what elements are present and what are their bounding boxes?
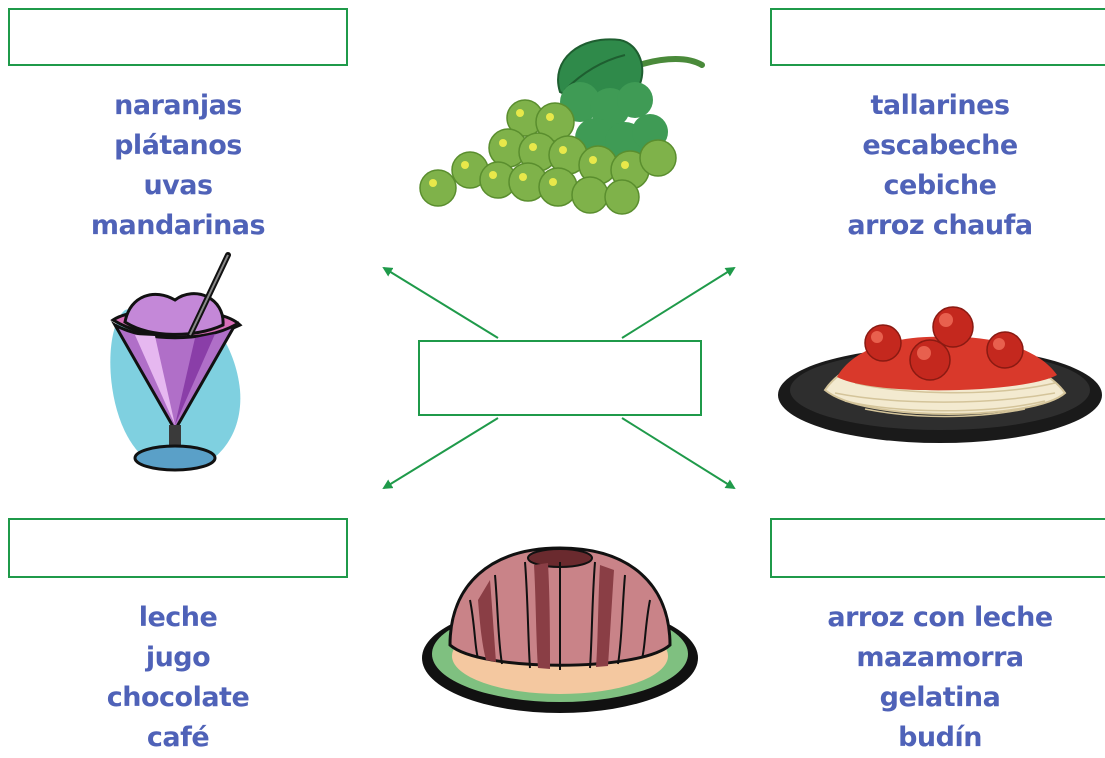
list-item: gelatina	[879, 682, 1001, 713]
list-item: mandarinas	[90, 210, 266, 241]
list-item: budín	[898, 722, 982, 753]
dishes-list: tallarines escabeche cebiche arroz chauf…	[820, 86, 1060, 246]
arrow-to-fruits	[382, 266, 499, 339]
list-item: leche	[138, 602, 218, 633]
list-item: arroz chaufa	[847, 210, 1033, 241]
answer-box-fruits[interactable]	[8, 8, 348, 66]
spaghetti-illustration	[778, 306, 1102, 443]
arrow-to-dishes	[621, 266, 736, 339]
answer-box-center[interactable]	[418, 340, 702, 416]
grapes-illustration	[419, 38, 705, 215]
arrow-to-drinks	[382, 417, 499, 490]
gelatin-mold-illustration	[422, 546, 698, 713]
arrow-to-desserts	[621, 417, 736, 490]
list-item: tallarines	[870, 90, 1010, 121]
fruits-list: naranjas plátanos uvas mandarinas	[60, 86, 296, 246]
list-item: chocolate	[106, 682, 250, 713]
list-item: café	[146, 722, 210, 753]
answer-box-drinks[interactable]	[8, 518, 348, 578]
list-item: plátanos	[114, 130, 242, 161]
list-item: cebiche	[883, 170, 997, 201]
desserts-list: arroz con leche mazamorra gelatina budín	[800, 598, 1080, 758]
list-item: mazamorra	[856, 642, 1024, 673]
list-item: escabeche	[862, 130, 1018, 161]
list-item: arroz con leche	[827, 602, 1053, 633]
ice-cream-sundae-illustration	[110, 252, 243, 472]
list-item: naranjas	[114, 90, 242, 121]
answer-box-desserts[interactable]	[770, 518, 1105, 578]
answer-box-dishes[interactable]	[770, 8, 1105, 66]
drinks-list: leche jugo chocolate café	[60, 598, 296, 758]
list-item: uvas	[143, 170, 213, 201]
list-item: jugo	[145, 642, 211, 673]
